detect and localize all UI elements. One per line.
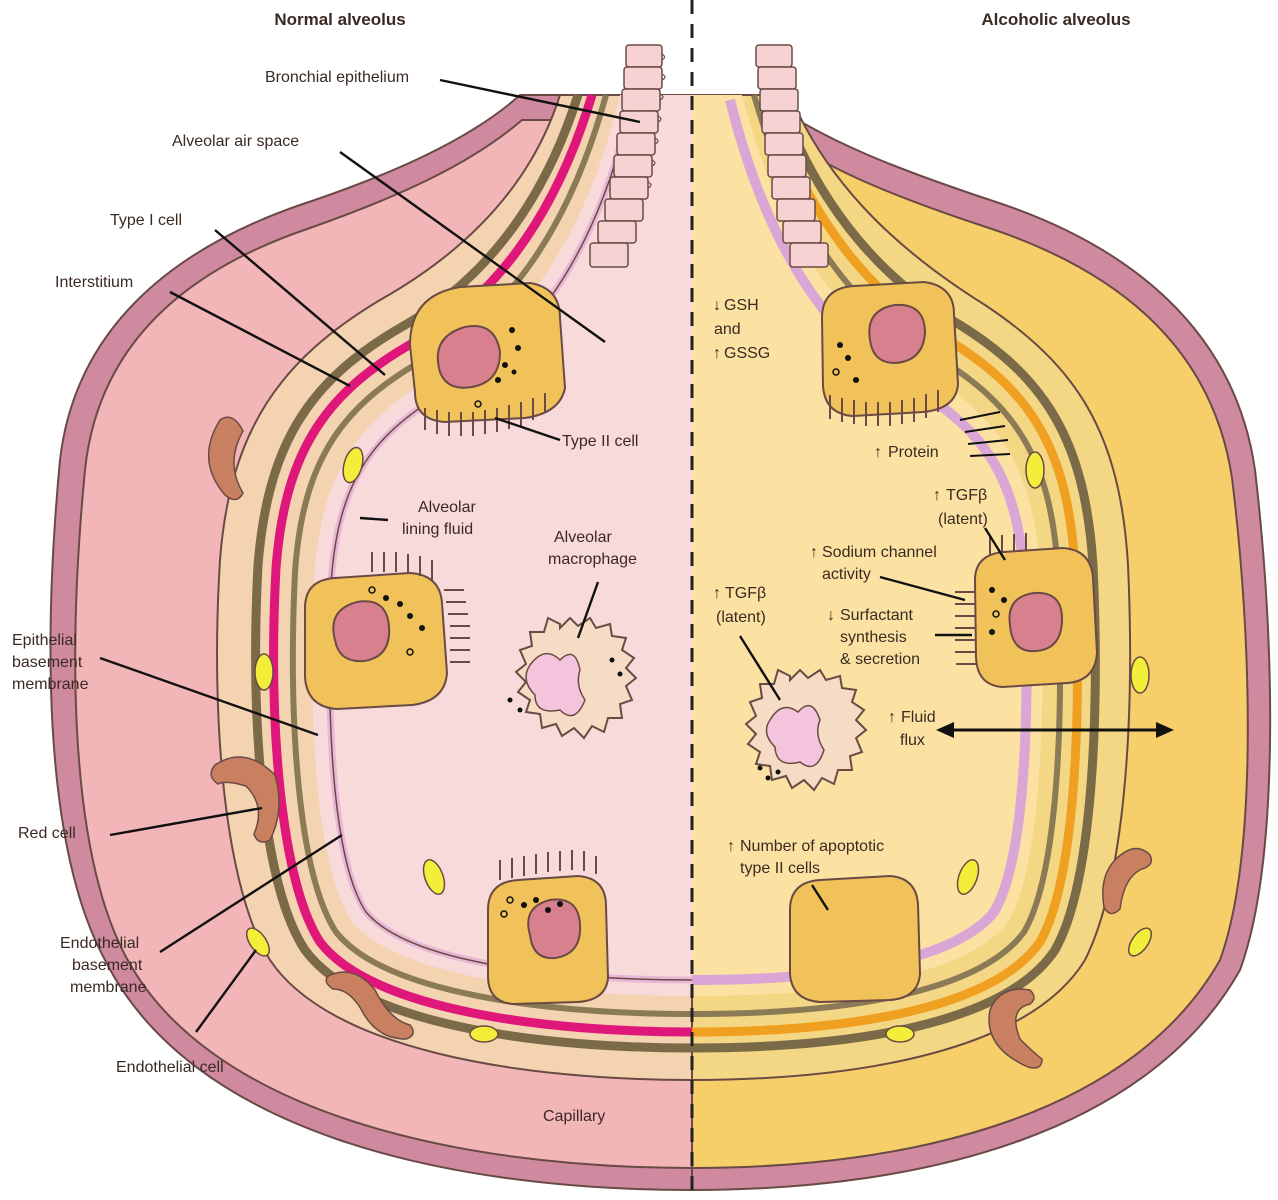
up-arrow-icon: ↑	[727, 838, 735, 855]
type-ii-cell	[410, 283, 565, 436]
label-epithelial-bm-1: Epithelial	[12, 632, 77, 649]
label-epithelial-bm-3: membrane	[12, 676, 89, 693]
label-apoptotic-1: Number of apoptotic	[740, 838, 884, 855]
label-interstitium: Interstitium	[55, 274, 133, 291]
label-tgf-lower-2: (latent)	[716, 609, 766, 626]
endothelial-cell	[1026, 452, 1044, 488]
alcoholic-alveolus	[692, 45, 1270, 1190]
label-tgf-lower-1: TGFβ	[725, 585, 766, 602]
label-red-cell: Red cell	[18, 825, 76, 842]
label-endothelial-bm-1: Endothelial	[60, 935, 139, 952]
label-endothelial-bm-3: membrane	[70, 979, 147, 996]
label-gsh: GSH	[724, 297, 759, 314]
label-endothelial-bm-2: basement	[72, 957, 143, 974]
up-arrow-icon: ↑	[810, 544, 818, 561]
normal-alveolus-header: Normal alveolus	[274, 10, 405, 29]
label-type-i-cell: Type I cell	[110, 212, 182, 229]
label-lining-fluid-1: Alveolar	[418, 499, 476, 516]
endothelial-cell	[1131, 657, 1149, 693]
label-sodium-1: Sodium channel	[822, 544, 937, 561]
endothelial-cell	[470, 1026, 498, 1042]
label-epithelial-bm-2: basement	[12, 654, 83, 671]
label-surfactant-3: & secretion	[840, 651, 920, 668]
label-fluid-2: flux	[900, 732, 925, 749]
down-arrow-icon: ↓	[713, 297, 721, 314]
label-sodium-2: activity	[822, 566, 871, 583]
label-protein: Protein	[888, 444, 939, 461]
endothelial-cell	[255, 654, 273, 690]
label-type-ii-cell: Type II cell	[562, 433, 638, 450]
label-apoptotic-2: type II cells	[740, 860, 820, 877]
label-surfactant-1: Surfactant	[840, 607, 913, 624]
label-macrophage-2: macrophage	[548, 551, 637, 568]
label-tgf-upper-2: (latent)	[938, 511, 988, 528]
label-capillary: Capillary	[543, 1108, 605, 1125]
up-arrow-icon: ↑	[888, 709, 896, 726]
label-gssg: GSSG	[724, 345, 770, 362]
apoptotic-type-ii-cell	[790, 876, 920, 1002]
label-macrophage-1: Alveolar	[554, 529, 612, 546]
up-arrow-icon: ↑	[713, 345, 721, 362]
label-and: and	[714, 321, 741, 338]
up-arrow-icon: ↑	[713, 585, 721, 602]
alcoholic-alveolus-header: Alcoholic alveolus	[981, 10, 1130, 29]
label-bronchial-epithelium: Bronchial epithelium	[265, 69, 409, 86]
type-ii-cell	[822, 282, 958, 426]
down-arrow-icon: ↓	[827, 607, 835, 624]
up-arrow-icon: ↑	[874, 444, 882, 461]
endothelial-cell	[886, 1026, 914, 1042]
label-fluid-1: Fluid	[901, 709, 936, 726]
label-surfactant-2: synthesis	[840, 629, 907, 646]
up-arrow-icon: ↑	[933, 487, 941, 504]
label-endothelial-cell: Endothelial cell	[116, 1059, 224, 1076]
label-alveolar-air-space: Alveolar air space	[172, 133, 299, 150]
label-lining-fluid-2: lining fluid	[402, 521, 473, 538]
label-tgf-upper-1: TGFβ	[946, 487, 987, 504]
